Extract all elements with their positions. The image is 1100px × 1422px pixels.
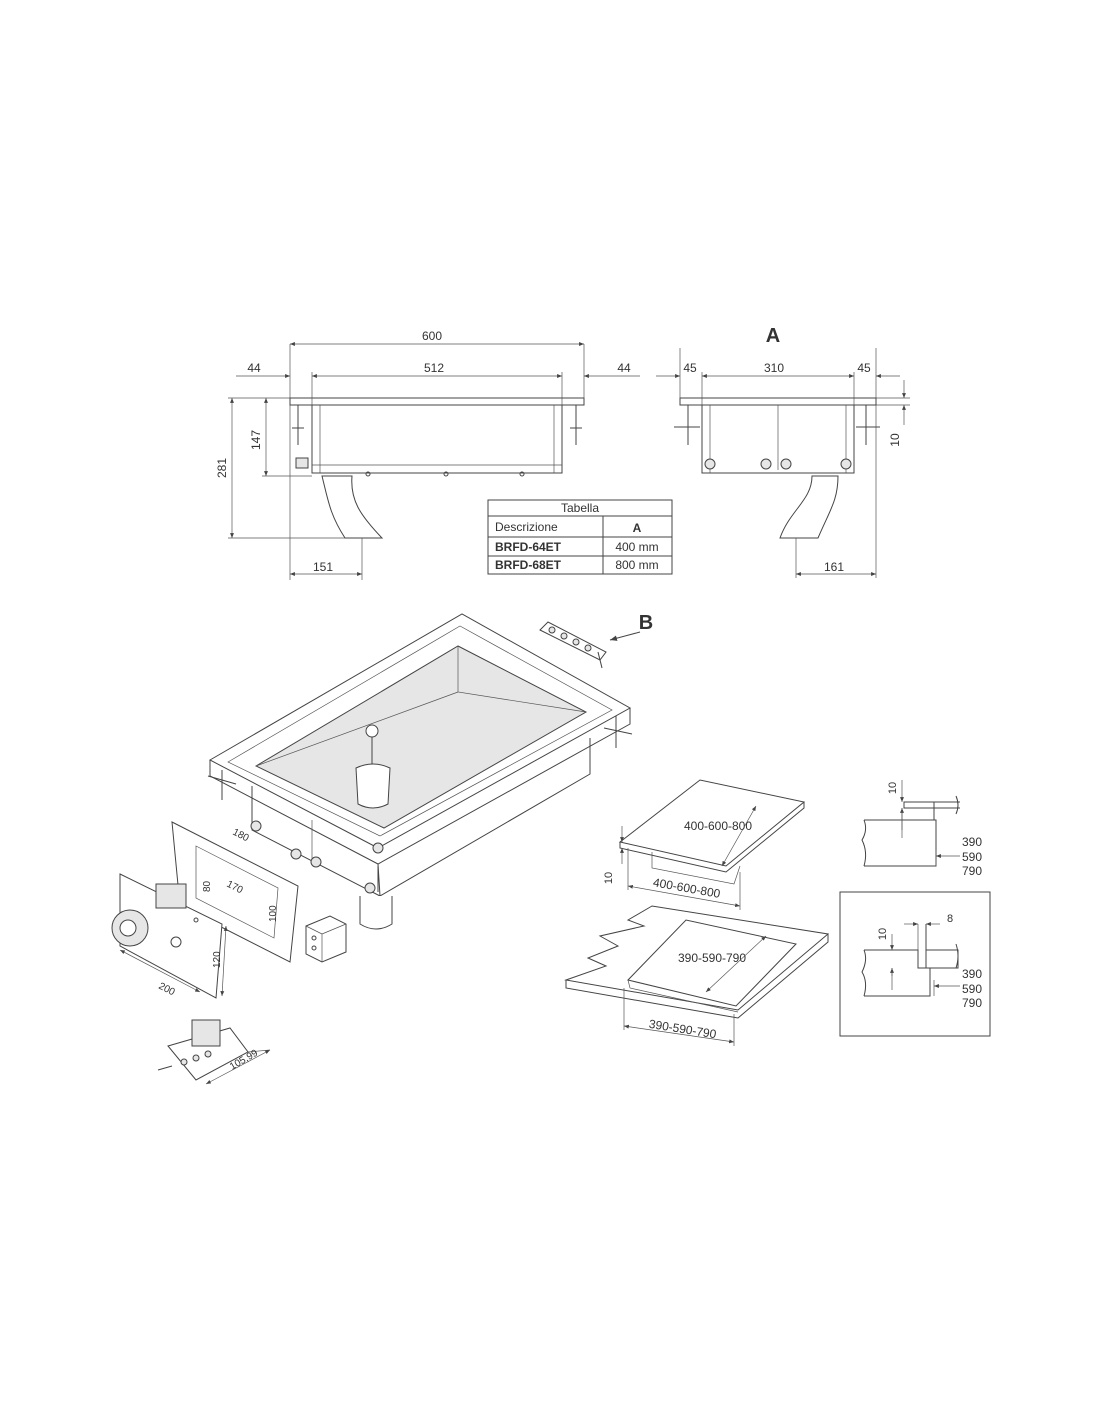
dim-80: 80 (202, 880, 213, 892)
side-drain-pipe (779, 475, 839, 539)
cutout-diagram: 400-600-800 10 400-600-800 390-590-790 3… (564, 779, 830, 1046)
detail2-size: 790 (962, 996, 982, 1010)
detail1-size: 590 (962, 850, 982, 864)
dim-512: 512 (424, 361, 444, 375)
detail2-rim: 10 (877, 928, 889, 940)
table-row-model: BRFD-68ET (495, 558, 562, 572)
detail2-size: 590 (962, 982, 982, 996)
detail1-size: 390 (962, 835, 982, 849)
front-top-plate (289, 397, 585, 406)
dim-180: 180 (231, 827, 251, 845)
cutout-bottom-dim: 400-600-800 (652, 875, 722, 901)
table-header-desc: Descrizione (495, 520, 558, 534)
side-view-label: A (766, 325, 780, 347)
table-title: Tabella (561, 501, 599, 515)
cutout-hole-dim: 390-590-790 (678, 951, 746, 965)
side-top-plate (679, 397, 877, 406)
table-row-model: BRFD-64ET (495, 540, 562, 554)
dim-161: 161 (824, 560, 844, 574)
front-view: 600 512 44 44 147 281 151 (215, 329, 640, 580)
dim-200: 200 (157, 981, 177, 999)
table-header-a: A (633, 521, 642, 535)
model-table: Tabella Descrizione A BRFD-64ET 400 mm B… (487, 499, 673, 575)
detail1-size: 790 (962, 864, 982, 878)
detail2-gap: 8 (947, 913, 953, 925)
junction-box (305, 915, 347, 963)
dim-151: 151 (313, 560, 333, 574)
thermostat (155, 883, 187, 909)
detail2-frame (839, 891, 991, 1037)
dim-281: 281 (215, 458, 229, 478)
dim-100: 100 (268, 905, 279, 922)
exploded-view: B 180 80 170 100 200 120 105 (111, 612, 653, 1085)
cover-plate (171, 821, 299, 963)
detail-flush-mount: 10 390 590 790 (861, 780, 982, 878)
detail1-rim: 10 (887, 782, 899, 794)
front-drain-pipe (321, 475, 384, 539)
front-tank (311, 404, 563, 474)
table-row-value: 400 mm (615, 540, 658, 554)
dim-10: 10 (888, 433, 902, 447)
label-b: B (639, 612, 653, 634)
table-row-value: 800 mm (615, 558, 658, 572)
dim-44-right: 44 (617, 361, 631, 375)
dim-44-left: 44 (247, 361, 261, 375)
dim-310: 310 (764, 361, 784, 375)
dim-45-left: 45 (683, 361, 697, 375)
detail-gap-mount: 8 10 390 590 790 (839, 891, 991, 1037)
dim-120: 120 (212, 951, 223, 968)
dim-600: 600 (422, 329, 442, 343)
dim-45-right: 45 (857, 361, 871, 375)
cutout-hole-bottom: 390-590-790 (648, 1017, 718, 1042)
detail2-size: 390 (962, 967, 982, 981)
side-view: A 310 45 45 10 (656, 325, 910, 578)
dim-147: 147 (249, 430, 263, 450)
drain-stopper (355, 763, 391, 809)
cutout-thickness: 10 (603, 872, 615, 884)
